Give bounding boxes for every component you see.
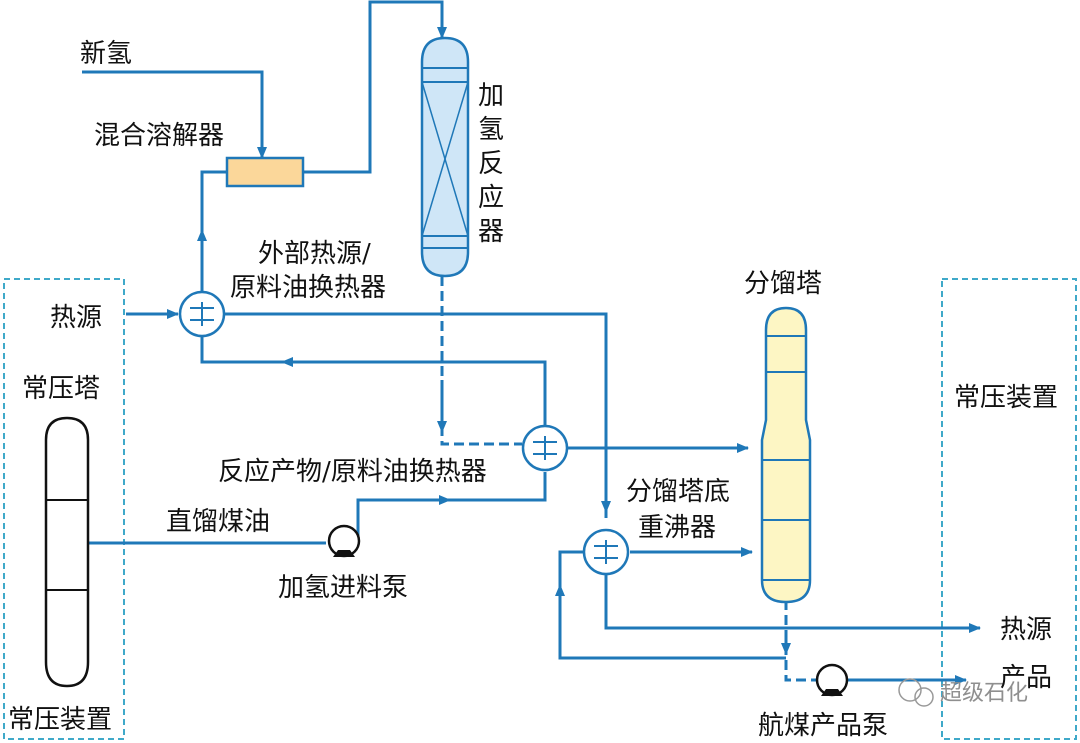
label-external-hx-line1: 外部热源/ [258,239,371,269]
label-reboiler-line2: 重沸器 [638,513,716,543]
label-new-hydrogen: 新氢 [80,39,132,69]
reboiler-heat-exchanger [582,528,630,576]
external-heat-exchanger [178,290,226,338]
feed-pump [327,524,361,558]
label-product-hx: 反应产物/原料油换热器 [218,457,487,487]
watermark-text: 超级石化 [940,681,1028,706]
pipe-pump-discharge [356,472,547,540]
label-reactor-0: 加 [478,81,504,111]
label-reactor-2: 反 [478,149,504,179]
pipe-new-hydrogen [82,70,267,159]
product-feed-heat-exchanger [521,424,569,472]
label-atm-unit-right: 常压装置 [954,383,1058,413]
label-fractionator: 分馏塔 [744,269,822,299]
label-atm-unit-left: 常压装置 [8,705,112,735]
label-jet-pump: 航煤产品泵 [758,711,888,741]
pipe-heat-to-reboiler [224,312,608,518]
label-heat-source-out: 热源 [1000,615,1052,645]
pipe-hx-to-mixer [200,170,227,293]
label-atm-tower: 常压塔 [22,374,100,404]
pipe-reactor-outlet-dashed [440,276,522,446]
label-reactor-4: 器 [478,217,504,247]
mixer-vessel [225,156,305,188]
fractionator-tower [760,306,812,604]
label-heat-source-in: 热源 [50,303,102,333]
label-reactor-3: 应 [478,183,504,213]
label-product: 产品 [1000,663,1052,693]
reactor-vessel [420,36,470,278]
label-reboiler-line1: 分馏塔底 [626,477,730,507]
pipe-heat-source-out [604,575,981,633]
label-reactor-1: 氢 [478,115,504,145]
pipe-feed-return [200,336,547,426]
atmospheric-tower [44,416,90,688]
label-kerosene: 直馏煤油 [166,507,270,537]
label-external-hx-line2: 原料油换热器 [230,273,386,303]
watermark: 超级石化 [898,678,1028,707]
pipe-bottoms-dashed [784,600,820,682]
atm-unit-right-box [941,278,1077,740]
label-feed-pump: 加氢进料泵 [278,573,408,603]
jet-fuel-pump [815,663,849,697]
atm-unit-left-box [3,278,125,740]
pipe-mixer-to-reactor [303,0,447,174]
label-mixer: 混合溶解器 [94,121,224,151]
